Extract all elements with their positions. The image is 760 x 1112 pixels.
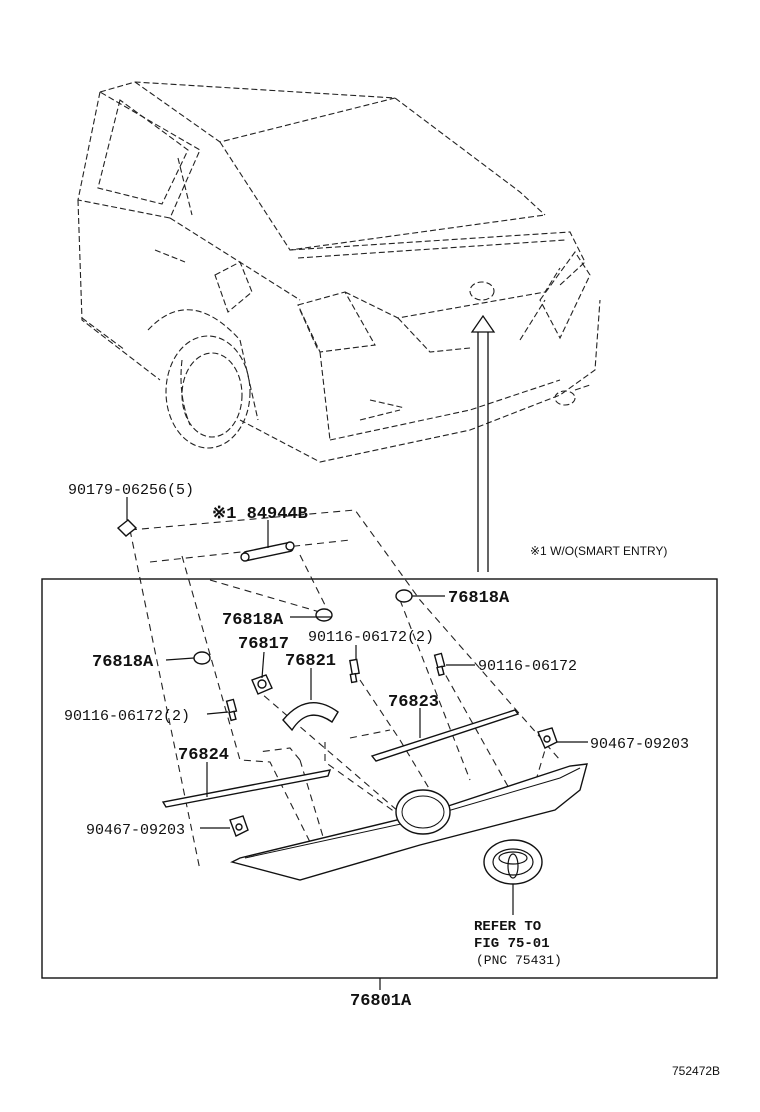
label-76818A-right: 76818A	[448, 589, 510, 608]
screw-90116-left	[225, 698, 238, 722]
screw-90116-right	[433, 652, 446, 677]
label-76818A-mid: 76818A	[222, 611, 284, 630]
label-76824: 76824	[178, 746, 229, 765]
leader-lines	[126, 497, 588, 915]
fastener-90467-left	[229, 815, 249, 837]
screw-icon	[349, 658, 360, 684]
refer-line-2: FIG 75-01	[474, 936, 550, 952]
refer-line-3: (PNC 75431)	[476, 953, 562, 968]
drawing-id: 752472B	[672, 1064, 720, 1078]
label-76817: 76817	[238, 635, 289, 654]
refer-line-1: REFER TO	[474, 919, 541, 935]
clip-icon	[116, 519, 138, 537]
label-90179-06256: 90179-06256(5)	[68, 482, 194, 499]
switch-84944B	[240, 541, 295, 562]
label-76821: 76821	[285, 652, 336, 671]
toyota-emblem-icon	[483, 839, 543, 885]
clip-76818A-mid	[315, 608, 333, 622]
label-90467-09203-left: 90467-09203	[86, 822, 185, 839]
note-smart-entry: ※1 W/O(SMART ENTRY)	[530, 544, 667, 558]
label-84944B: ※1 84944B	[212, 505, 308, 524]
molding-76824	[161, 769, 332, 808]
label-90116-06172-right: 90116-06172	[478, 658, 577, 675]
label-76818A-left: 76818A	[92, 653, 154, 672]
cover-76821	[282, 702, 339, 732]
clip-76818A-right	[395, 589, 413, 603]
clip-76817	[251, 674, 273, 695]
car-rear-view-icon	[77, 81, 601, 463]
location-arrow	[470, 314, 496, 572]
molding-76823	[370, 709, 520, 762]
fastener-90467-right	[537, 727, 558, 749]
label-90116-06172-left: 90116-06172(2)	[64, 708, 190, 725]
clip-76818A-left	[193, 651, 211, 665]
garnish-76801A	[230, 763, 588, 881]
label-90116-06172-mid: 90116-06172(2)	[308, 629, 434, 646]
label-76801A: 76801A	[350, 992, 412, 1011]
label-76823: 76823	[388, 693, 439, 712]
label-90467-09203-right: 90467-09203	[590, 736, 689, 753]
